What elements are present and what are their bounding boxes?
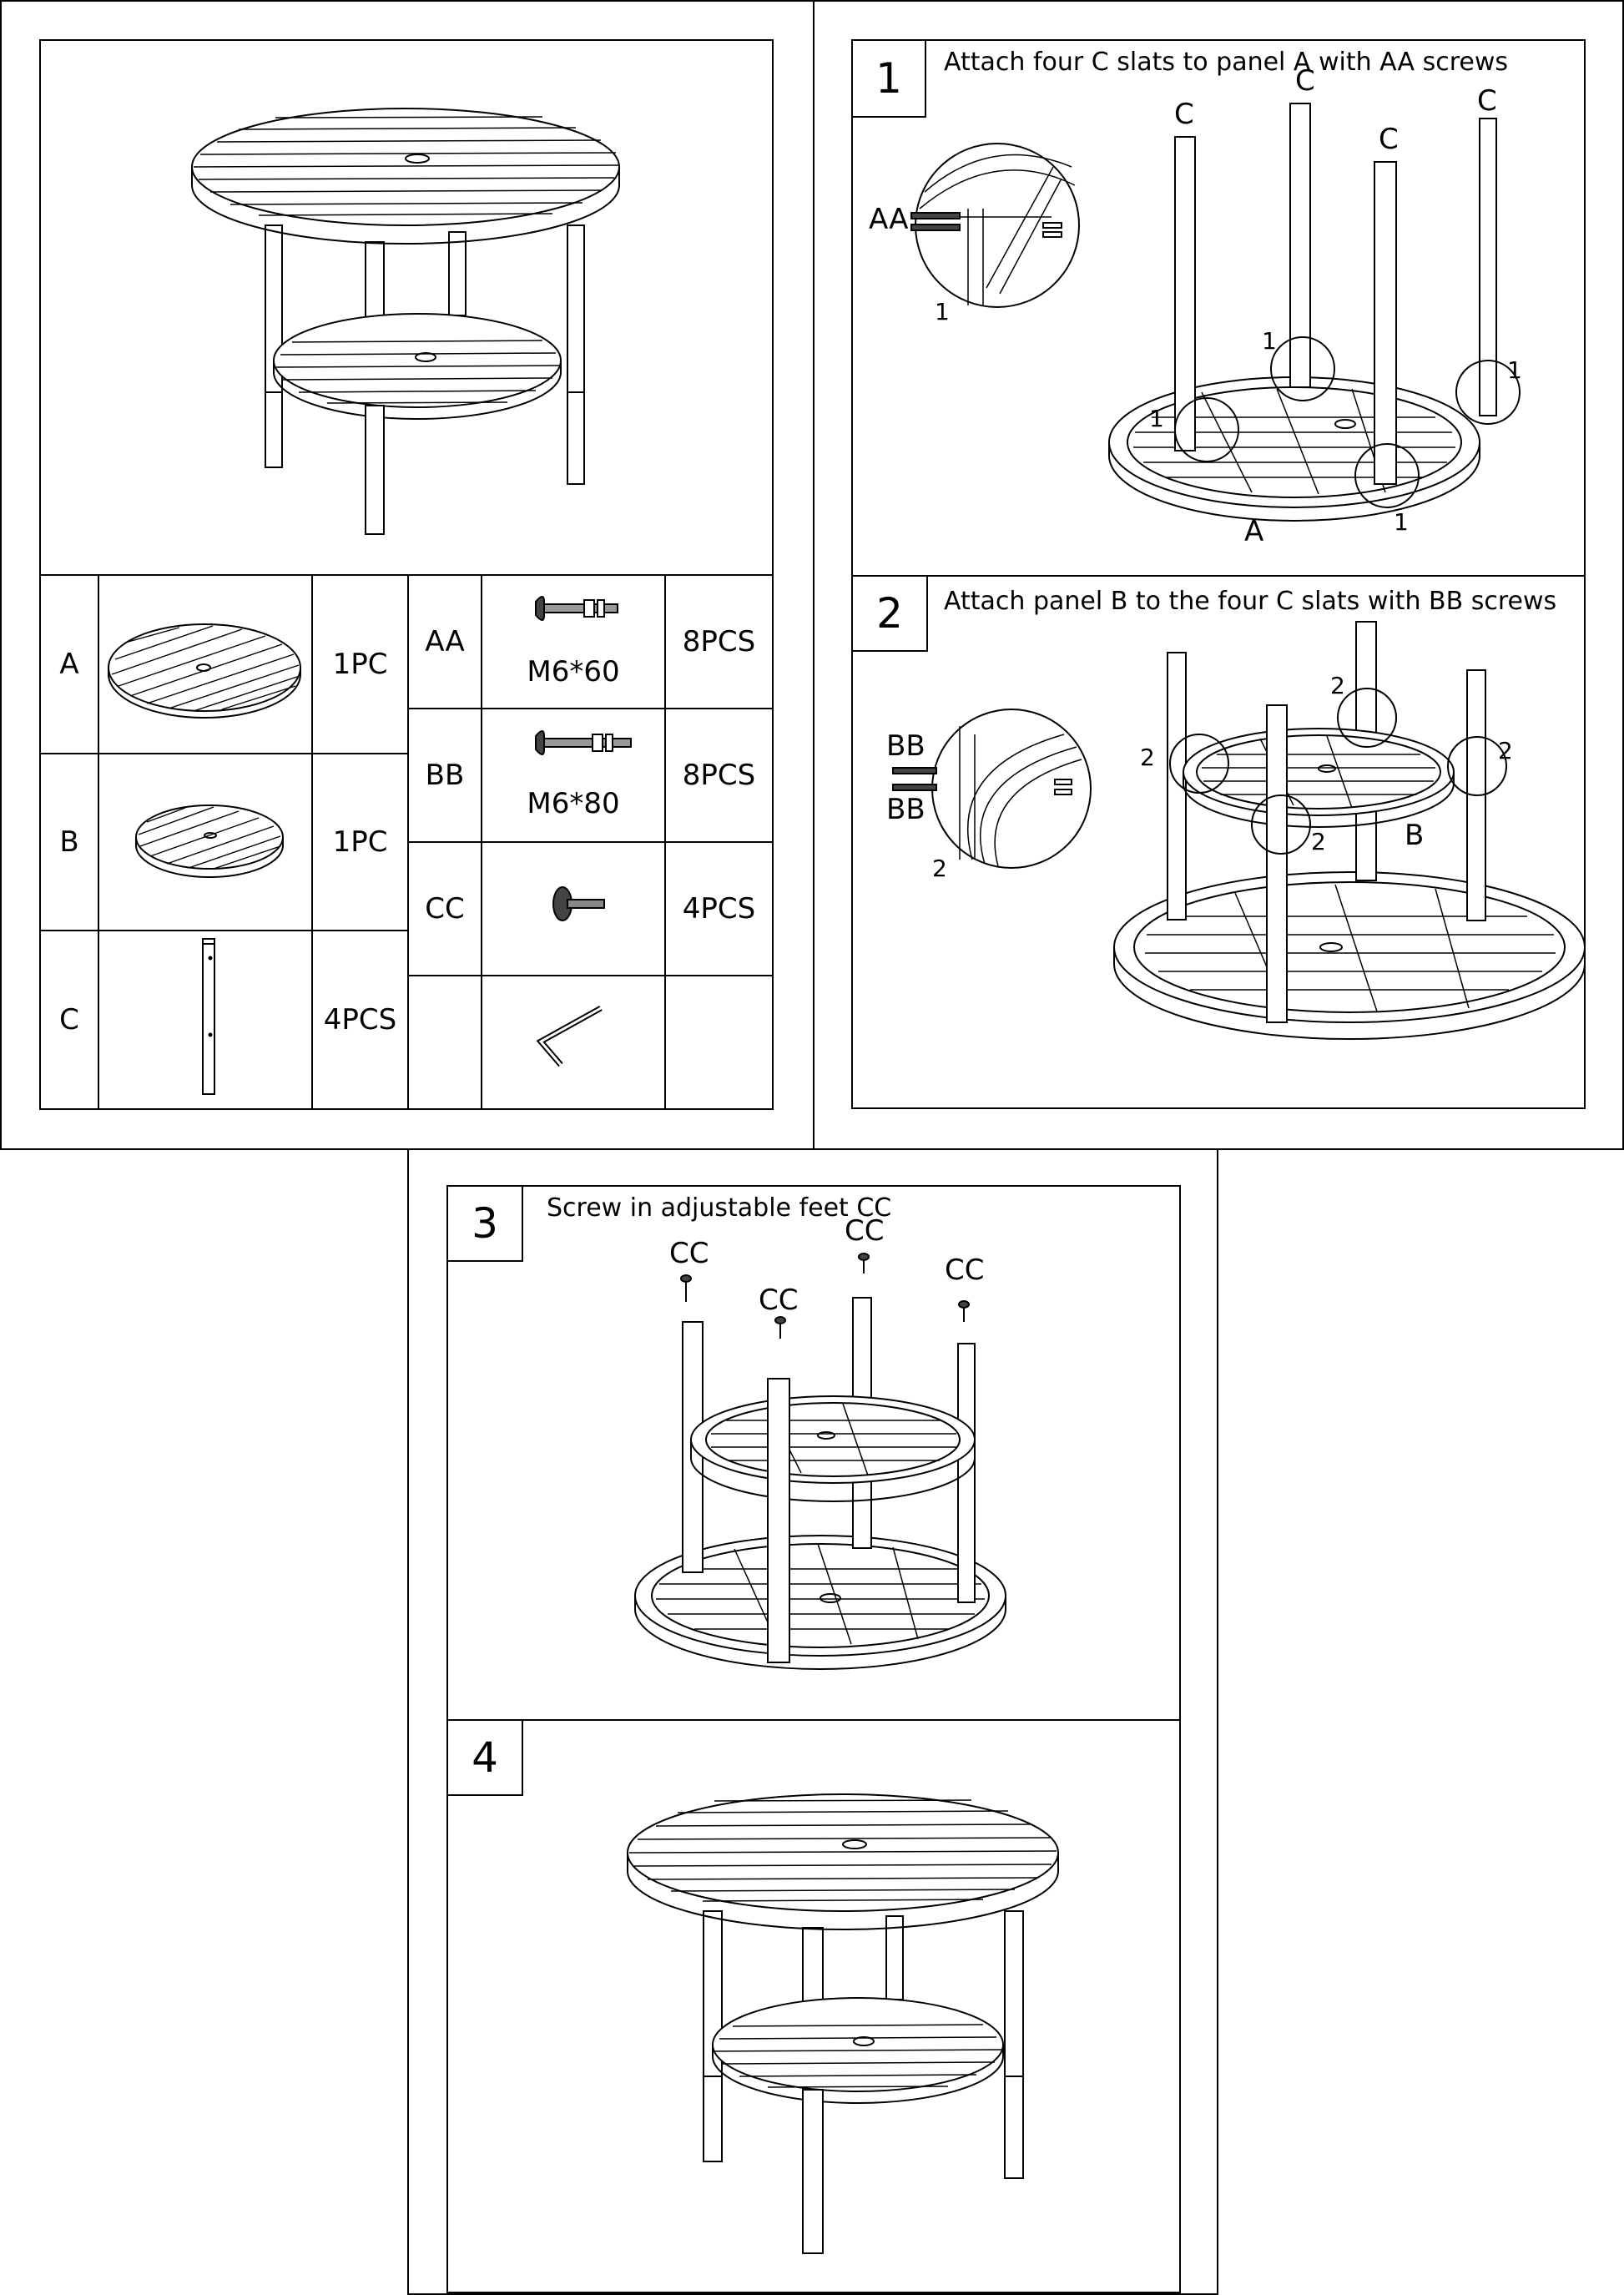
step-2-screw-label-1: BB [886,729,925,763]
final-page-frame [407,1148,1218,2295]
step-4-number: 4 [446,1719,523,1796]
steps-page-frame [813,0,1624,1150]
bolt-icon [535,596,632,755]
step-3-title: Screw in adjustable feet CC [547,1193,892,1223]
step-1-number: 1 [851,39,926,118]
step-2-callout-d: 2 [1311,828,1326,855]
panel-b-icon [135,805,284,878]
step-2-callout-b: 2 [1330,672,1345,699]
step-1-panel-label: A [1244,515,1264,548]
step-1-callout-b: 1 [1149,405,1164,432]
step-3-foot-label-4: CC [945,1253,985,1287]
step-3-foot-label-1: CC [669,1237,709,1270]
hw-aa-size: M6*60 [527,655,620,688]
hw-row-key-qty-cell [664,975,774,1110]
part-b-label: B [59,825,79,859]
slat-c-icon [202,938,215,1095]
step-3-number: 3 [446,1185,523,1262]
step-2-callout-a: 2 [1140,744,1155,771]
step-1-callout-d: 1 [1394,508,1409,536]
hw-aa-label: AA [425,625,465,658]
step-2-box [851,575,1586,1109]
part-b-qty: 1PC [332,825,388,859]
part-c-qty: 4PCS [323,1003,397,1037]
hw-bb-size: M6*80 [527,787,620,820]
step-2-zoom-callout: 2 [932,855,947,882]
step-3-foot-label-3: CC [845,1214,885,1248]
overview-table-illustration [191,108,620,535]
step-2-title: Attach panel B to the four C slats with … [944,587,1557,616]
part-c-label: C [59,1003,79,1037]
hw-cc-qty: 4PCS [682,892,756,926]
step-1-title: Attach four C slats to panel A with AA s… [944,48,1509,77]
adjustable-foot-icon [552,886,605,921]
hw-bb-label: BB [425,759,465,792]
step-1-callout-a: 1 [1262,327,1277,355]
hw-bb-qty: 8PCS [682,759,756,792]
step-2-screw-label-2: BB [886,793,925,826]
hw-aa-qty: 8PCS [682,625,756,658]
part-a-qty: 1PC [332,648,388,681]
step-2-illustration [892,621,1586,1040]
part-a-label: A [59,648,79,681]
step-1-zoom-callout: 1 [935,298,950,325]
step-1-screw-label: AA [869,203,909,236]
hw-cc-label: CC [425,892,465,926]
step-1-slat-label-2: C [1295,64,1315,98]
step-1-callout-c: 1 [1507,356,1522,384]
step-4-box [446,1719,1181,2293]
step-3-foot-label-2: CC [759,1284,799,1317]
step-2-panel-label: B [1405,819,1425,852]
step-1-slat-label-1: C [1174,98,1194,131]
step-2-number: 2 [851,575,928,652]
step-2-callout-c: 2 [1498,737,1513,764]
step-1-slat-label-4: C [1477,84,1497,118]
step-1-slat-label-3: C [1379,123,1399,156]
allen-key-icon [536,1005,603,1067]
step-1-illustration [910,103,1521,522]
panel-a-icon [108,623,301,719]
